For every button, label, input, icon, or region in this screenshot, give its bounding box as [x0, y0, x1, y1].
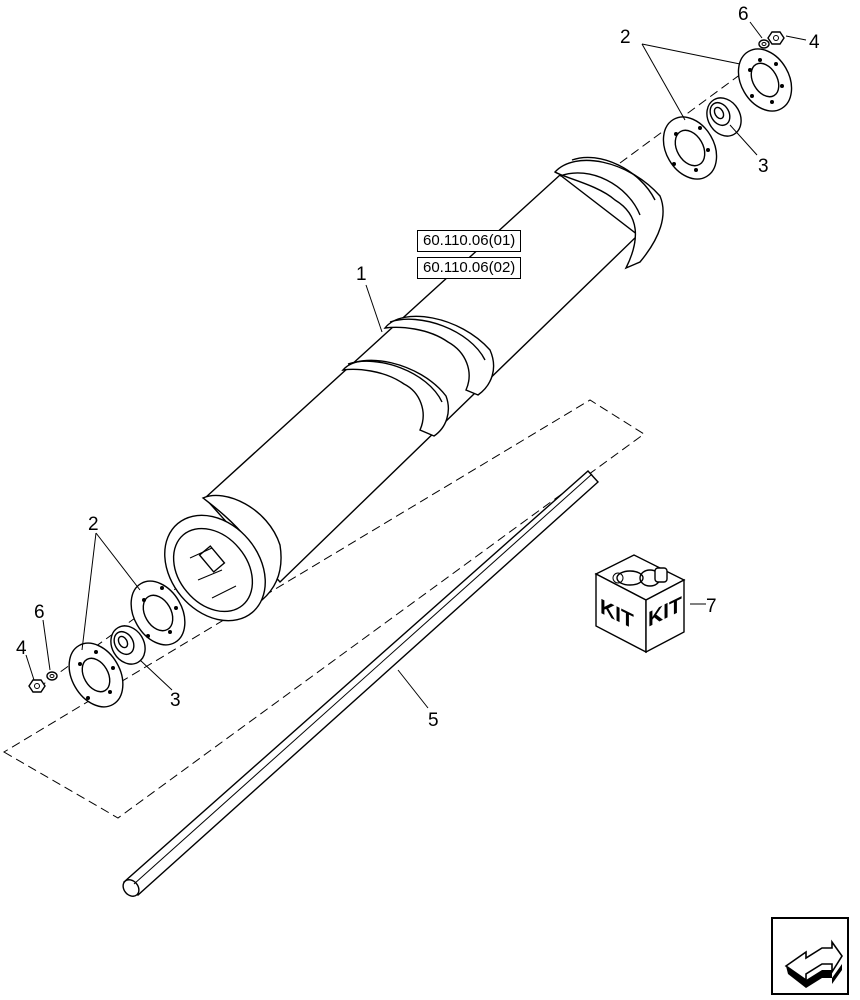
- nut-top[interactable]: [767, 31, 785, 45]
- washer-top[interactable]: [758, 39, 770, 49]
- callout-flange-bottom: 2: [88, 514, 99, 535]
- flange-bottom-inner[interactable]: [120, 572, 196, 655]
- centerline-top: [619, 59, 761, 164]
- callout-shaft: 5: [428, 710, 439, 731]
- kit-box-icon[interactable]: KIT KIT: [594, 554, 686, 654]
- nut-bottom[interactable]: [28, 679, 46, 693]
- callout-bearing-bottom: 3: [170, 690, 181, 711]
- callout-washer-bottom: 6: [34, 602, 45, 623]
- main-cylinder[interactable]: [144, 156, 664, 640]
- reference-link-02[interactable]: 60.110.06(02): [417, 257, 522, 279]
- bearing-bottom[interactable]: [104, 620, 152, 671]
- leader-lines: [25, 21, 807, 709]
- callout-flange-top: 2: [620, 27, 631, 48]
- callout-kit: 7: [706, 596, 717, 617]
- callout-nut-bottom: 4: [16, 638, 27, 659]
- return-button[interactable]: [772, 918, 848, 994]
- bearing-top[interactable]: [700, 92, 748, 143]
- flange-bottom-outer[interactable]: [58, 634, 134, 717]
- callout-washer-top: 6: [738, 4, 749, 25]
- shaft[interactable]: [120, 470, 599, 899]
- callout-main-cylinder: 1: [356, 264, 367, 285]
- reference-link-01[interactable]: 60.110.06(01): [417, 230, 522, 252]
- shaft-kit-boundary: [3, 399, 645, 819]
- callout-nut-top: 4: [809, 32, 820, 53]
- washer-bottom[interactable]: [46, 671, 58, 681]
- flange-top-inner[interactable]: [653, 107, 728, 188]
- return-arrow-icon: [771, 917, 849, 995]
- flange-top-outer[interactable]: [728, 39, 803, 120]
- callout-bearing-top: 3: [758, 156, 769, 177]
